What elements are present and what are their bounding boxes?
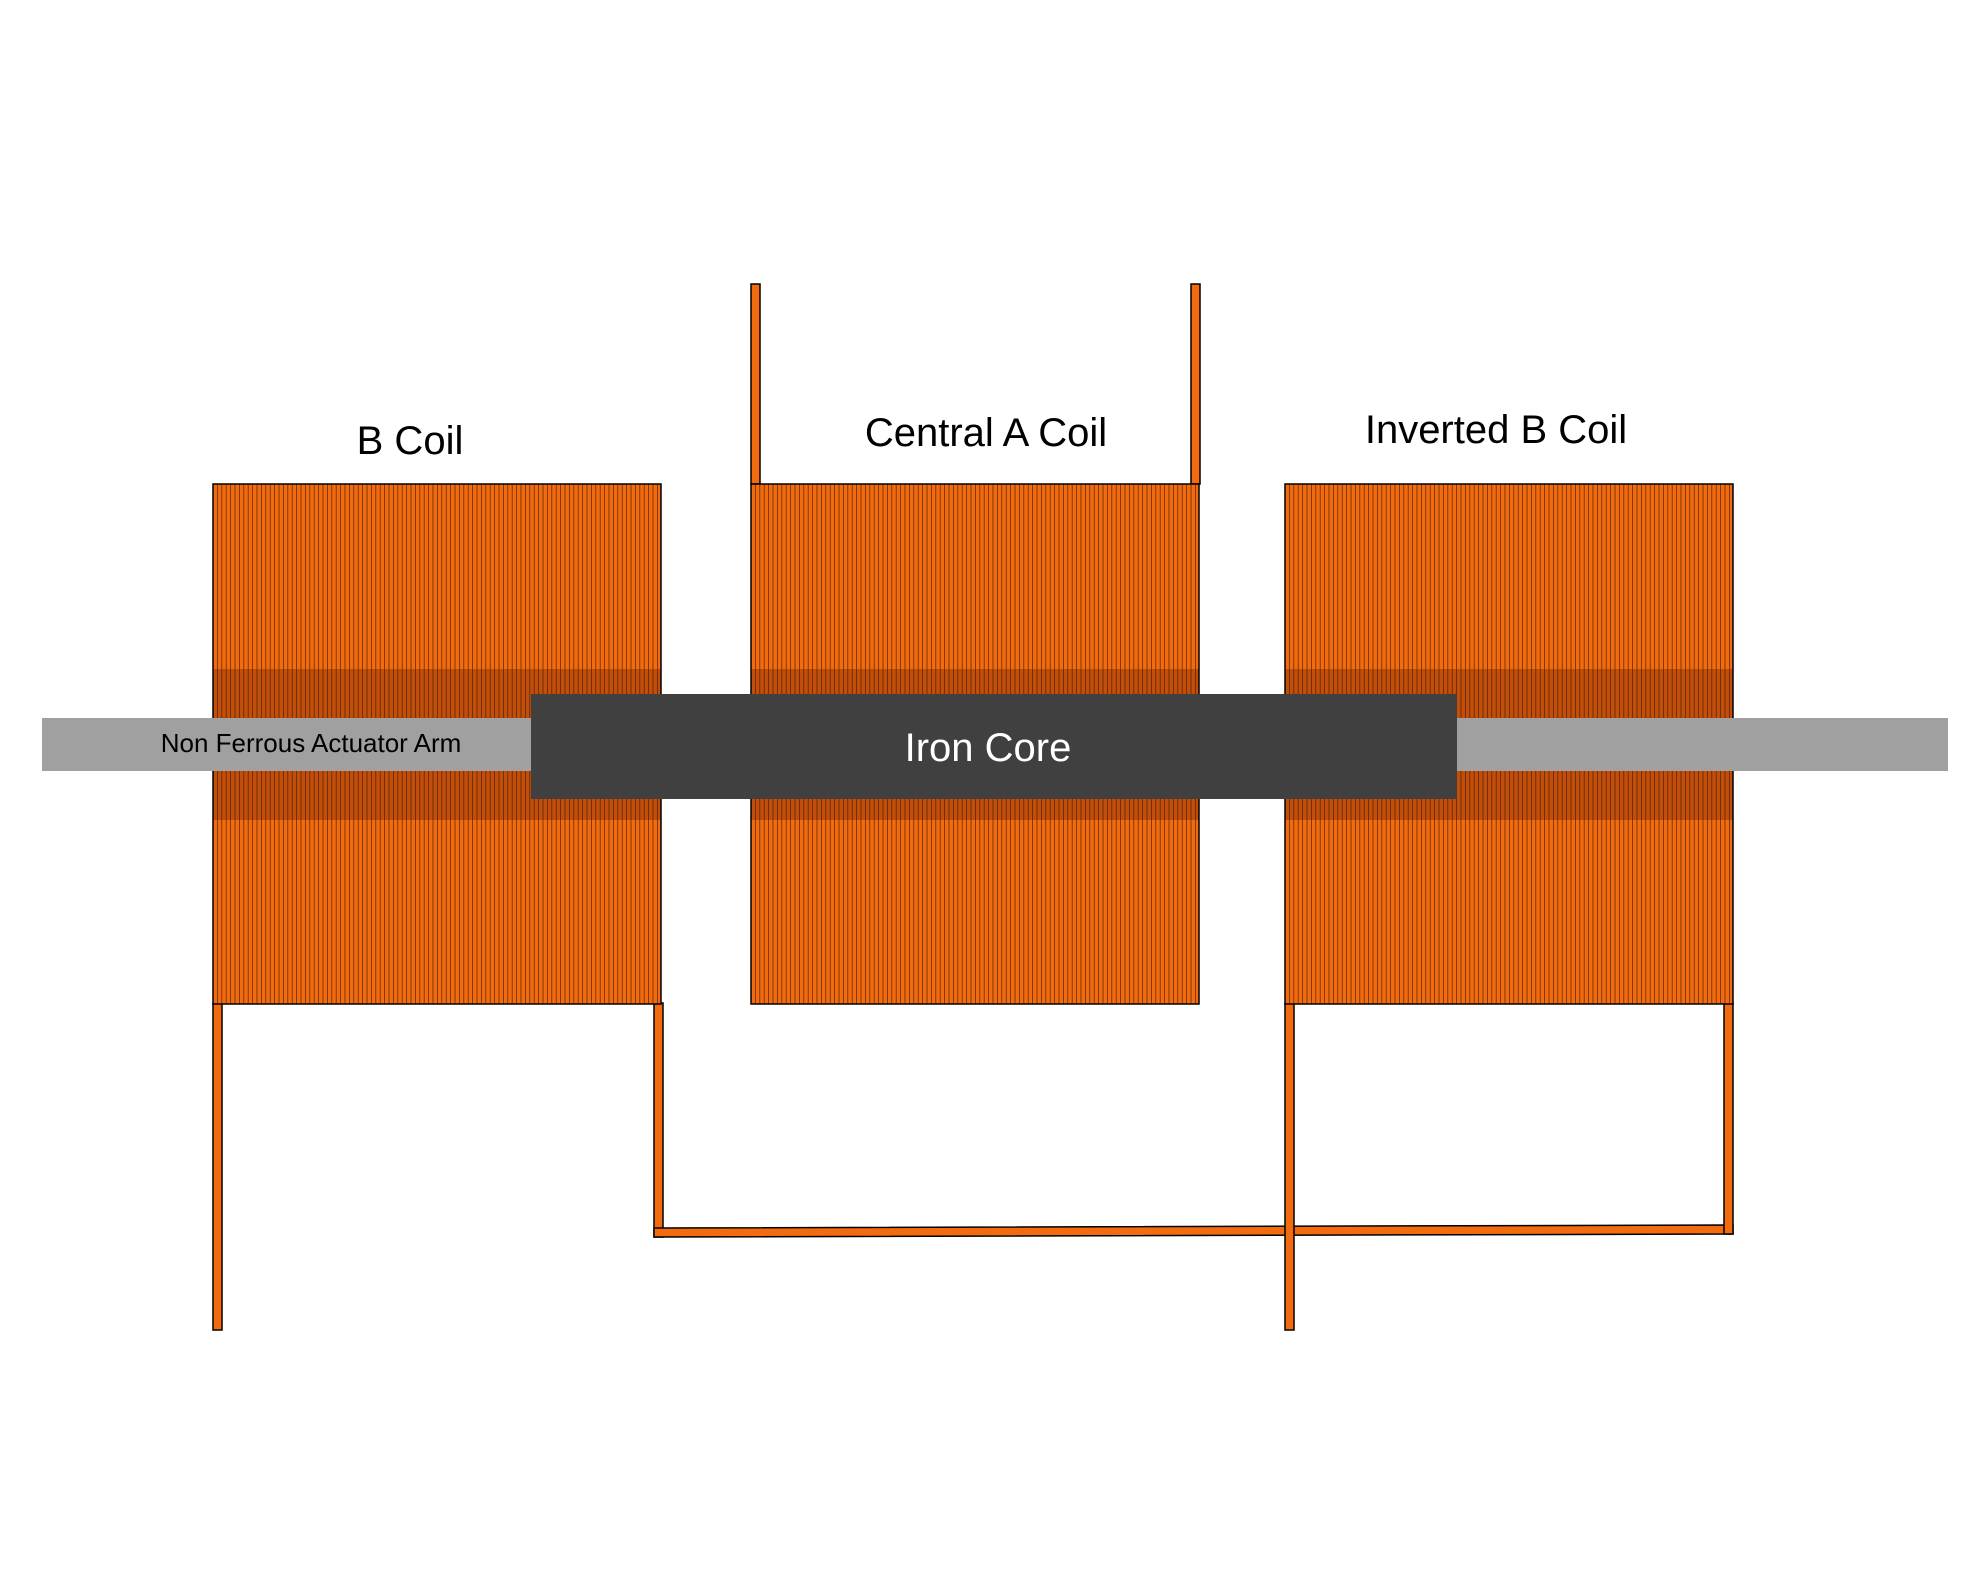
- b-coil-left-lead: [212, 1002, 223, 1331]
- iron-core: [531, 694, 1457, 799]
- central-a-coil-label: Central A Coil: [865, 411, 1107, 455]
- iron-core-label: Iron Core: [905, 726, 1072, 770]
- central-a-coil-right-lead: [1190, 283, 1201, 485]
- wire-leads: [212, 283, 1734, 1331]
- inverted-b-coil-right-lead: [1723, 1002, 1734, 1235]
- b-coil-label: B Coil: [357, 419, 464, 463]
- actuator-arm-left: [42, 718, 532, 771]
- actuator-arm-right: [1456, 718, 1948, 771]
- b-coil-right-lead: [653, 1002, 664, 1238]
- inverted-b-coil-label: Inverted B Coil: [1365, 408, 1627, 452]
- actuator-arm-label: Non Ferrous Actuator Arm: [161, 728, 462, 758]
- central-a-coil-left-lead: [750, 283, 761, 485]
- inverted-b-coil-left-lead: [1284, 1002, 1295, 1331]
- series-connection-wire: [653, 1224, 1734, 1238]
